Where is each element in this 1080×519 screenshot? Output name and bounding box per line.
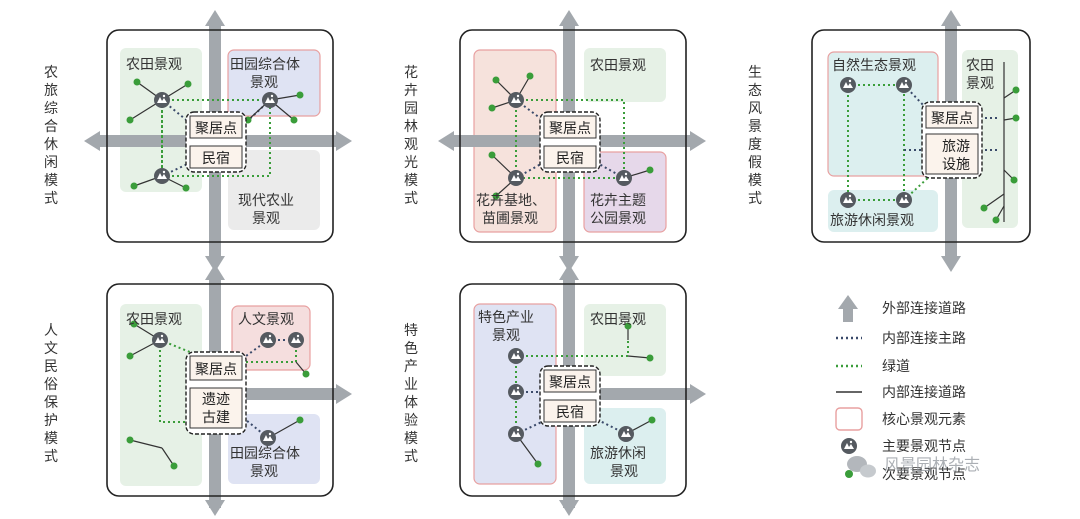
- legend-item-internal-road: 内部连接道路: [836, 384, 966, 401]
- svg-text:民宿: 民宿: [556, 150, 584, 167]
- zone-label: 景观: [492, 328, 520, 344]
- settlement-core: 聚居点 民宿: [539, 111, 601, 173]
- major-node-icon: [841, 438, 857, 454]
- svg-text:风景园林杂志: 风景园林杂志: [884, 455, 980, 474]
- panel-frame: [106, 283, 334, 497]
- external-road-arrows: [205, 264, 352, 516]
- svg-text:外部连接道路: 外部连接道路: [882, 300, 966, 317]
- zone-label: 田园综合体: [230, 57, 300, 73]
- minor-nodes: [126, 78, 304, 192]
- zone-label: 特色产业: [478, 309, 534, 326]
- zone-label: 现代农业: [238, 193, 294, 209]
- watermark: 风景园林杂志: [847, 455, 980, 478]
- zone-farmland: [584, 48, 666, 102]
- zone-leisure: [584, 408, 666, 484]
- zone-label: 花卉主题: [590, 193, 646, 209]
- svg-text:聚居点: 聚居点: [549, 375, 591, 391]
- panel-eco-resort: 生 态 风 景 度 假 模 式: [748, 10, 1031, 272]
- settlement-core: 聚居点 民宿: [185, 111, 247, 173]
- svg-text:古建: 古建: [202, 410, 230, 426]
- svg-text:遗迹: 遗迹: [202, 392, 230, 408]
- svg-text:主要景观节点: 主要景观节点: [882, 439, 966, 455]
- legend-item-major-node: 主要景观节点: [841, 438, 966, 455]
- greenway: [515, 99, 625, 179]
- svg-text:旅游: 旅游: [942, 139, 970, 155]
- minor-nodes: [534, 322, 656, 468]
- mode-label: 特 色 产 业 体 验 模 式: [404, 323, 422, 465]
- svg-text:民宿: 民宿: [202, 150, 230, 167]
- svg-text:次要景观节点: 次要景观节点: [882, 467, 966, 483]
- minor-nodes: [488, 72, 654, 200]
- zone-label: 公园景观: [590, 211, 646, 227]
- zone-label: 景观: [966, 76, 994, 92]
- up-arrow-icon: [838, 295, 858, 322]
- legend-item-core-element: 核心景观元素: [835, 407, 966, 431]
- panel-frame: [106, 29, 334, 243]
- svg-text:聚居点: 聚居点: [549, 121, 591, 137]
- panel-flower-garden: 花 卉 园 林 观 光 模 式: [404, 10, 706, 272]
- panel-industry-experience: 特 色 产 业 体 验 模 式: [404, 264, 706, 516]
- zone-modern-agri: [228, 150, 320, 230]
- settlement-core: 聚居点 旅游 设施: [921, 101, 983, 179]
- zone-label: 农田: [966, 58, 994, 74]
- legend-item-minor-node: 次要景观节点: [845, 467, 966, 483]
- mode-label: 花 卉 园 林 观 光 模 式: [404, 65, 422, 207]
- zone-label: 景观: [250, 464, 278, 480]
- legend-item-external-road: 外部连接道路: [838, 295, 966, 322]
- zone-label: 农田景观: [590, 312, 646, 328]
- minor-nodes: [126, 320, 310, 470]
- minor-node-icon: [845, 470, 853, 478]
- settlement-core: 聚居点 遗迹 古建: [185, 351, 247, 435]
- zone-label: 景观: [252, 211, 280, 227]
- panel-agri-tourism: 农 旅 综 合 休 闲 模 式: [44, 10, 352, 272]
- zone-pastoral-complex: [228, 414, 320, 484]
- panel-frame: [459, 29, 687, 243]
- svg-text:聚居点: 聚居点: [195, 362, 237, 378]
- panel-frame: [459, 283, 687, 497]
- zone-label: 农田景观: [590, 58, 646, 74]
- zone-label: 人文景观: [238, 312, 294, 328]
- zone-label: 旅游休闲: [590, 446, 646, 462]
- zone-label: 花卉基地、: [476, 192, 546, 209]
- zone-label: 田园综合体: [230, 446, 300, 462]
- zone-label: 苗圃景观: [482, 211, 538, 227]
- svg-text:民宿: 民宿: [556, 404, 584, 421]
- mode-label: 农 旅 综 合 休 闲 模 式: [44, 65, 62, 207]
- svg-text:聚居点: 聚居点: [195, 121, 237, 137]
- zone-label: 旅游休闲景观: [830, 213, 914, 229]
- svg-text:核心景观元素: 核心景观元素: [882, 412, 966, 428]
- mode-label: 人 文 民 俗 保 护 模 式: [44, 323, 62, 465]
- greenway: [161, 99, 271, 177]
- legend-item-greenway: 绿道: [836, 359, 910, 375]
- zone-label: 农田景观: [126, 312, 182, 328]
- panel-cultural-heritage: 人 文 民 俗 保 护 模 式: [44, 264, 352, 516]
- zone-label: 景观: [250, 75, 278, 91]
- zone-label: 自然生态景观: [832, 57, 916, 74]
- wechat-icon: [847, 456, 876, 478]
- legend: 外部连接道路 内部连接主路 绿道 内部连接道路 核心景观元素 主要景观节点 次要…: [835, 295, 966, 483]
- panel-frame: [811, 29, 1031, 243]
- svg-text:绿道: 绿道: [882, 359, 910, 375]
- zone-label: 农田景观: [126, 57, 182, 73]
- svg-text:设施: 设施: [942, 157, 970, 173]
- zone-label: 景观: [610, 464, 638, 480]
- mode-label: 生 态 风 景 度 假 模 式: [748, 65, 766, 207]
- settlement-core: 聚居点 民宿: [539, 365, 601, 427]
- zone-pastoral-complex: [227, 49, 321, 117]
- svg-text:内部连接主路: 内部连接主路: [882, 330, 966, 347]
- minor-nodes: [980, 86, 1020, 224]
- svg-text:聚居点: 聚居点: [931, 111, 973, 127]
- svg-text:内部连接道路: 内部连接道路: [882, 384, 966, 401]
- legend-item-main-road: 内部连接主路: [836, 330, 966, 347]
